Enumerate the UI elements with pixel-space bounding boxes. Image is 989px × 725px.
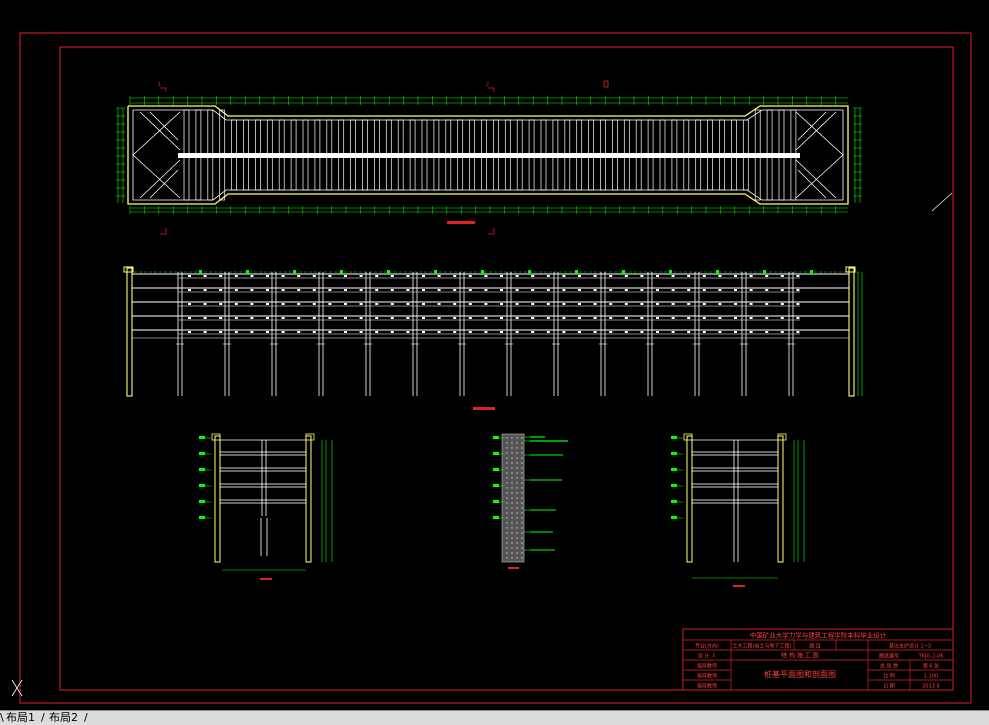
tb-designer-label: 设 计 人	[698, 653, 716, 660]
tab-separator: \	[0, 711, 4, 724]
title-block: 中国矿业大学力学与建筑工程学院本科毕业设计 专业(方向) 土木工程(岩土与地下工…	[682, 628, 954, 691]
svg-text:2: 2	[486, 82, 489, 88]
tb-right-label-2: 比 例	[883, 673, 895, 680]
cross-section-right	[671, 433, 805, 587]
tab-layout-2[interactable]: 布局2	[49, 711, 78, 724]
tab-separator: /	[84, 711, 88, 724]
tb-right-value-1: 第 6 张	[923, 663, 939, 670]
tab-separator: /	[41, 711, 45, 724]
tb-drawing-name: 桩基平面图和剖面图	[764, 669, 836, 679]
stray-line	[931, 192, 953, 212]
tab-layout-1[interactable]: 布局1	[6, 711, 35, 724]
pile-detail	[493, 433, 568, 569]
sheet-inner-border	[59, 46, 954, 691]
tb-topic-label: 题 目	[809, 644, 821, 650]
tb-section-title: 结 构 施 工 图	[781, 652, 819, 660]
plan-view: 1 2	[116, 80, 862, 235]
tb-approver: 指导教师	[697, 683, 717, 690]
tb-checker: 指导教师	[697, 673, 717, 680]
tb-right-value-3: 2013.6	[922, 684, 940, 690]
tb-reviewer: 指导教师	[697, 663, 717, 670]
ucs-icon	[11, 679, 23, 697]
tb-major-value: 土木工程(岩土与地下工程)	[733, 643, 792, 650]
tb-topic-value: 基坑支护设计 1~3	[889, 643, 931, 650]
svg-text:1: 1	[158, 82, 161, 88]
longitudinal-section	[123, 266, 863, 410]
tb-right-label-0: 图纸编号	[879, 653, 899, 660]
tb-school-title: 中国矿业大学力学与建筑工程学院本科毕业设计	[750, 631, 887, 640]
tb-right-label-3: 日 期	[883, 684, 895, 690]
sheet-outer-border	[19, 32, 972, 704]
drawing-canvas[interactable]: 1 2	[0, 0, 989, 710]
cross-section-left	[199, 433, 333, 580]
tb-right-value-0: TKJG-2-06	[918, 654, 944, 660]
tb-right-label-1: 总 张 数	[880, 663, 898, 670]
tb-major-label: 专业(方向)	[695, 643, 719, 650]
layout-tab-bar: \ 布局1 / 布局2 /	[0, 710, 989, 725]
tb-right-value-2: 1:100	[924, 674, 938, 680]
